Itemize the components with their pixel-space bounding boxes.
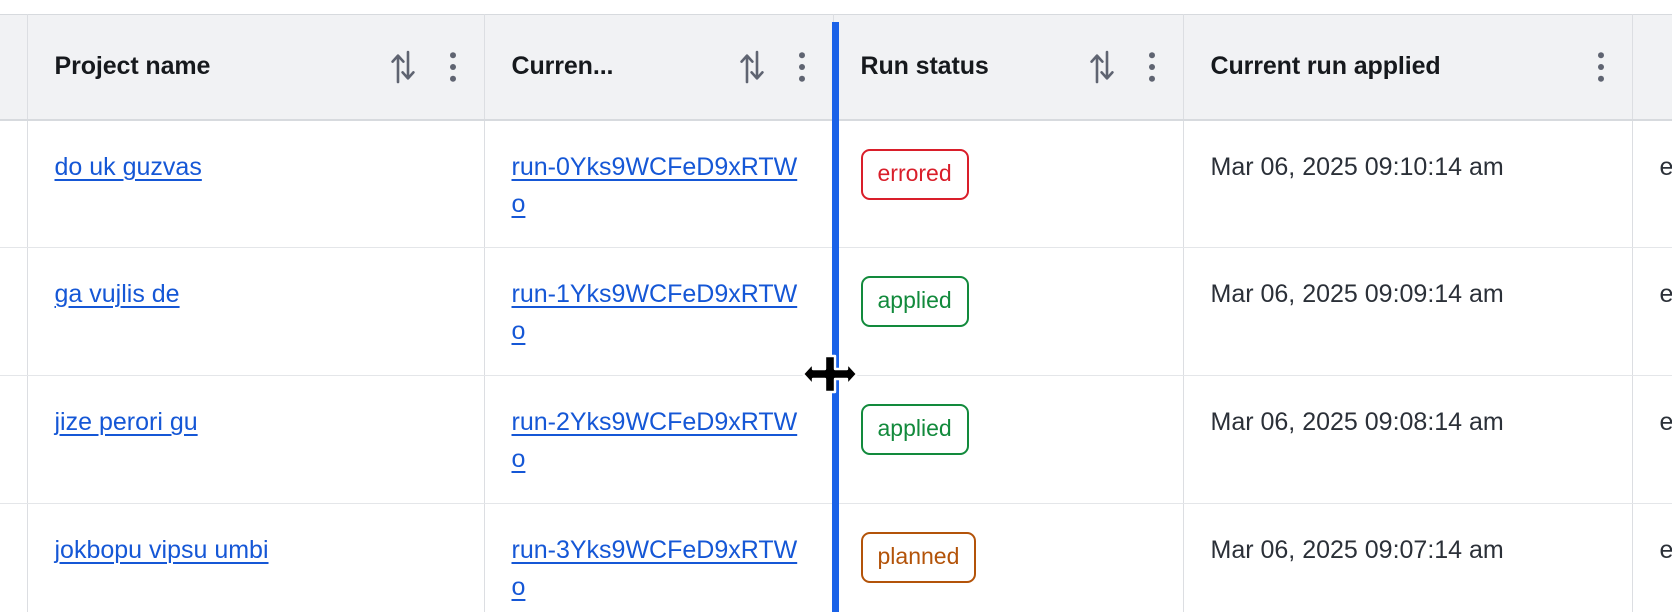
kebab-menu-icon[interactable] xyxy=(1588,46,1614,88)
table-header: Project name xyxy=(0,14,1672,121)
cell-project-name: ga vujlis de xyxy=(27,247,485,376)
run-applied-timestamp: Mar 06, 2025 09:10:14 am xyxy=(1210,152,1504,181)
column-header-gutter xyxy=(0,14,28,121)
cell-project-name: jokbopu vipsu umbi xyxy=(27,503,485,612)
sort-arrows-icon[interactable] xyxy=(386,46,420,88)
status-badge: applied xyxy=(860,276,969,327)
cell-current-run: run-1Yks9WCFeD9xRTWo xyxy=(484,247,834,376)
cell-run-status: errored xyxy=(833,119,1184,248)
kebab-menu-icon[interactable] xyxy=(440,46,466,88)
row-gutter xyxy=(0,247,28,376)
row-gutter xyxy=(0,503,28,612)
table-row[interactable]: jokbopu vipsu umbi run-3Yks9WCFeD9xRTWo … xyxy=(0,503,1672,612)
cell-current-run: run-0Yks9WCFeD9xRTWo xyxy=(484,119,834,248)
current-run-link[interactable]: run-3Yks9WCFeD9xRTWo xyxy=(511,536,798,601)
status-badge: applied xyxy=(860,404,969,455)
current-run-link[interactable]: run-2Yks9WCFeD9xRTWo xyxy=(511,408,798,473)
row-gutter xyxy=(0,375,28,504)
cell-run-status: applied xyxy=(833,375,1184,504)
current-run-link[interactable]: run-0Yks9WCFeD9xRTWo xyxy=(511,152,798,218)
cell-project-name: do uk guzvas xyxy=(27,119,485,248)
projects-table: Project name xyxy=(0,14,1672,612)
column-header-label-current-run: Curren... xyxy=(511,52,614,81)
cell-next-partial: e xyxy=(1632,375,1672,504)
cell-current-run-applied: Mar 06, 2025 09:10:14 am xyxy=(1183,119,1633,248)
column-header-current-run-applied[interactable]: Current run applied xyxy=(1183,14,1633,121)
cell-current-run-applied: Mar 06, 2025 09:08:14 am xyxy=(1183,375,1633,504)
column-header-label-project-name: Project name xyxy=(54,52,211,81)
run-applied-timestamp: Mar 06, 2025 09:08:14 am xyxy=(1210,408,1504,436)
cell-run-status: applied xyxy=(833,247,1184,376)
column-resize-indicator[interactable] xyxy=(832,22,839,612)
cell-next-partial: e xyxy=(1632,503,1672,612)
cell-project-name: jize perori gu xyxy=(27,375,485,504)
column-header-next-partial[interactable]: V xyxy=(1632,14,1672,121)
header-row: Project name xyxy=(0,14,1672,121)
cell-run-status: planned xyxy=(833,503,1184,612)
next-partial-value: e xyxy=(1659,152,1672,181)
column-header-current-run[interactable]: Curren... xyxy=(484,14,834,121)
sort-arrows-icon[interactable] xyxy=(735,46,769,88)
column-header-project-name[interactable]: Project name xyxy=(27,14,485,121)
table-body: do uk guzvas run-0Yks9WCFeD9xRTWo errore… xyxy=(0,119,1672,612)
run-applied-timestamp: Mar 06, 2025 09:09:14 am xyxy=(1210,280,1504,308)
project-name-link[interactable]: do uk guzvas xyxy=(54,152,202,181)
status-badge: planned xyxy=(860,532,977,583)
column-header-run-status[interactable]: Run status xyxy=(833,14,1184,121)
run-applied-timestamp: Mar 06, 2025 09:07:14 am xyxy=(1210,536,1504,564)
cell-current-run-applied: Mar 06, 2025 09:07:14 am xyxy=(1183,503,1633,612)
cell-current-run-applied: Mar 06, 2025 09:09:14 am xyxy=(1183,247,1633,376)
kebab-menu-icon[interactable] xyxy=(1139,46,1165,88)
column-header-label-current-run-applied: Current run applied xyxy=(1210,52,1441,81)
table-row[interactable]: do uk guzvas run-0Yks9WCFeD9xRTWo errore… xyxy=(0,119,1672,248)
project-name-link[interactable]: jokbopu vipsu umbi xyxy=(54,536,269,564)
next-partial-value: e xyxy=(1659,536,1672,564)
project-name-link[interactable]: ga vujlis de xyxy=(54,280,180,308)
sort-arrows-icon[interactable] xyxy=(1085,46,1119,88)
row-gutter xyxy=(0,119,28,248)
table-row[interactable]: ga vujlis de run-1Yks9WCFeD9xRTWo applie… xyxy=(0,247,1672,376)
cell-next-partial: e xyxy=(1632,119,1672,248)
kebab-menu-icon[interactable] xyxy=(789,46,815,88)
cell-current-run: run-2Yks9WCFeD9xRTWo xyxy=(484,375,834,504)
current-run-link[interactable]: run-1Yks9WCFeD9xRTWo xyxy=(511,280,798,345)
next-partial-value: e xyxy=(1659,280,1672,308)
column-header-label-run-status: Run status xyxy=(860,52,989,81)
cell-current-run: run-3Yks9WCFeD9xRTWo xyxy=(484,503,834,612)
table-row[interactable]: jize perori gu run-2Yks9WCFeD9xRTWo appl… xyxy=(0,375,1672,504)
project-name-link[interactable]: jize perori gu xyxy=(54,408,198,436)
next-partial-value: e xyxy=(1659,408,1672,436)
cell-next-partial: e xyxy=(1632,247,1672,376)
status-badge: errored xyxy=(860,148,969,200)
